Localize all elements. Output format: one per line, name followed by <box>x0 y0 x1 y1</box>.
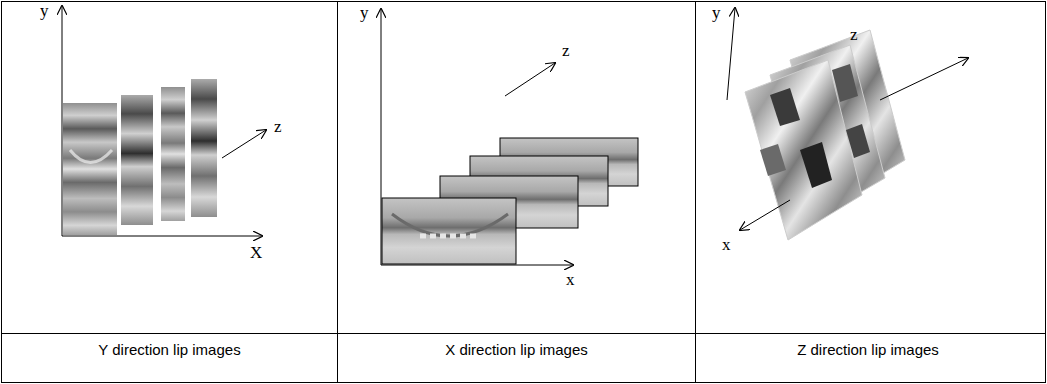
axis-label: x <box>722 236 731 255</box>
axis-label: y <box>40 2 49 21</box>
axis-label: x <box>566 271 575 290</box>
axis-label: z <box>562 42 570 61</box>
axis-label: y <box>360 4 369 23</box>
caption-cell: Y direction lip images <box>2 342 337 359</box>
axis-label: z <box>850 26 858 45</box>
axis-label: z <box>274 118 282 137</box>
caption-cell: Z direction lip images <box>693 342 1043 359</box>
axis-label: y <box>712 4 721 23</box>
caption-cell: X direction lip images <box>338 342 695 359</box>
axis-label: X <box>250 244 262 263</box>
